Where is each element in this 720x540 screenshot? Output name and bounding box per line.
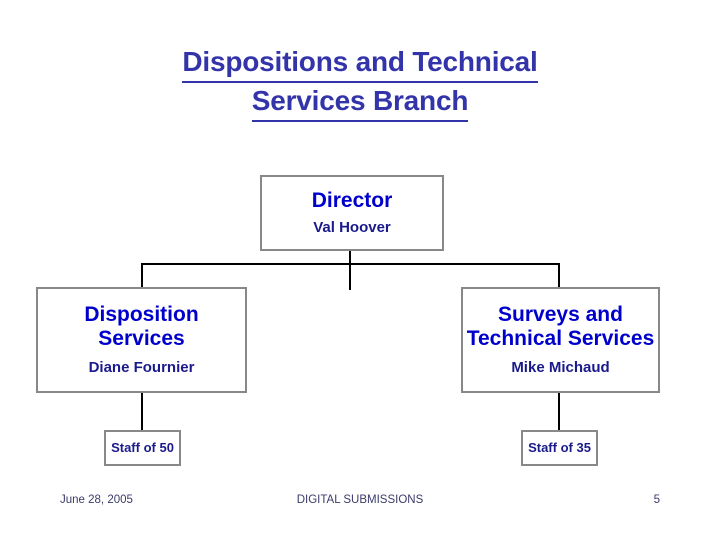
org-node-disposition-services: Disposition Services Diane Fournier [36,287,247,393]
connector-drop-staff-left [141,392,143,431]
footer-page-number: 5 [653,494,660,506]
connector-drop-surveys [558,263,560,288]
footer-title: DIGITAL SUBMISSIONS [296,494,424,506]
org-node-director-person: Val Hoover [313,218,391,236]
org-node-disposition-services-title: Disposition Services [84,303,198,351]
org-node-director-title: Director [311,189,393,213]
org-node-director: Director Val Hoover [260,175,444,251]
footer-date: June 28, 2005 [60,494,133,506]
slide-footer: June 28, 2005 DIGITAL SUBMISSIONS 5 [0,494,720,516]
org-node-surveys-technical-services-person: Mike Michaud [511,358,610,376]
page-title: Dispositions and Technical Services Bran… [60,44,660,122]
connector-horizontal-bus [141,263,560,265]
org-node-staff-left: Staff of 50 [104,430,181,466]
org-node-disposition-services-person: Diane Fournier [88,358,195,376]
org-node-surveys-technical-services-title-line-2: Technical Services [466,327,655,350]
org-node-surveys-technical-services: Surveys and Technical Services Mike Mich… [461,287,660,393]
org-node-staff-left-label: Staff of 50 [111,440,174,456]
connector-drop-disposition [141,263,143,288]
org-node-staff-right: Staff of 35 [521,430,598,466]
org-node-surveys-technical-services-title-line-1: Surveys and [498,303,623,327]
page-title-line-1: Dispositions and Technical [60,44,660,83]
org-node-surveys-technical-services-title: Surveys and Technical Services [467,303,655,351]
org-node-staff-right-label: Staff of 35 [528,440,591,456]
page-title-line-2: Services Branch [60,83,660,122]
org-node-disposition-services-title-line-1: Disposition [84,303,199,327]
org-node-disposition-services-title-line-2: Services [98,327,185,350]
connector-director-stem [349,251,351,290]
connector-drop-staff-right [558,392,560,431]
